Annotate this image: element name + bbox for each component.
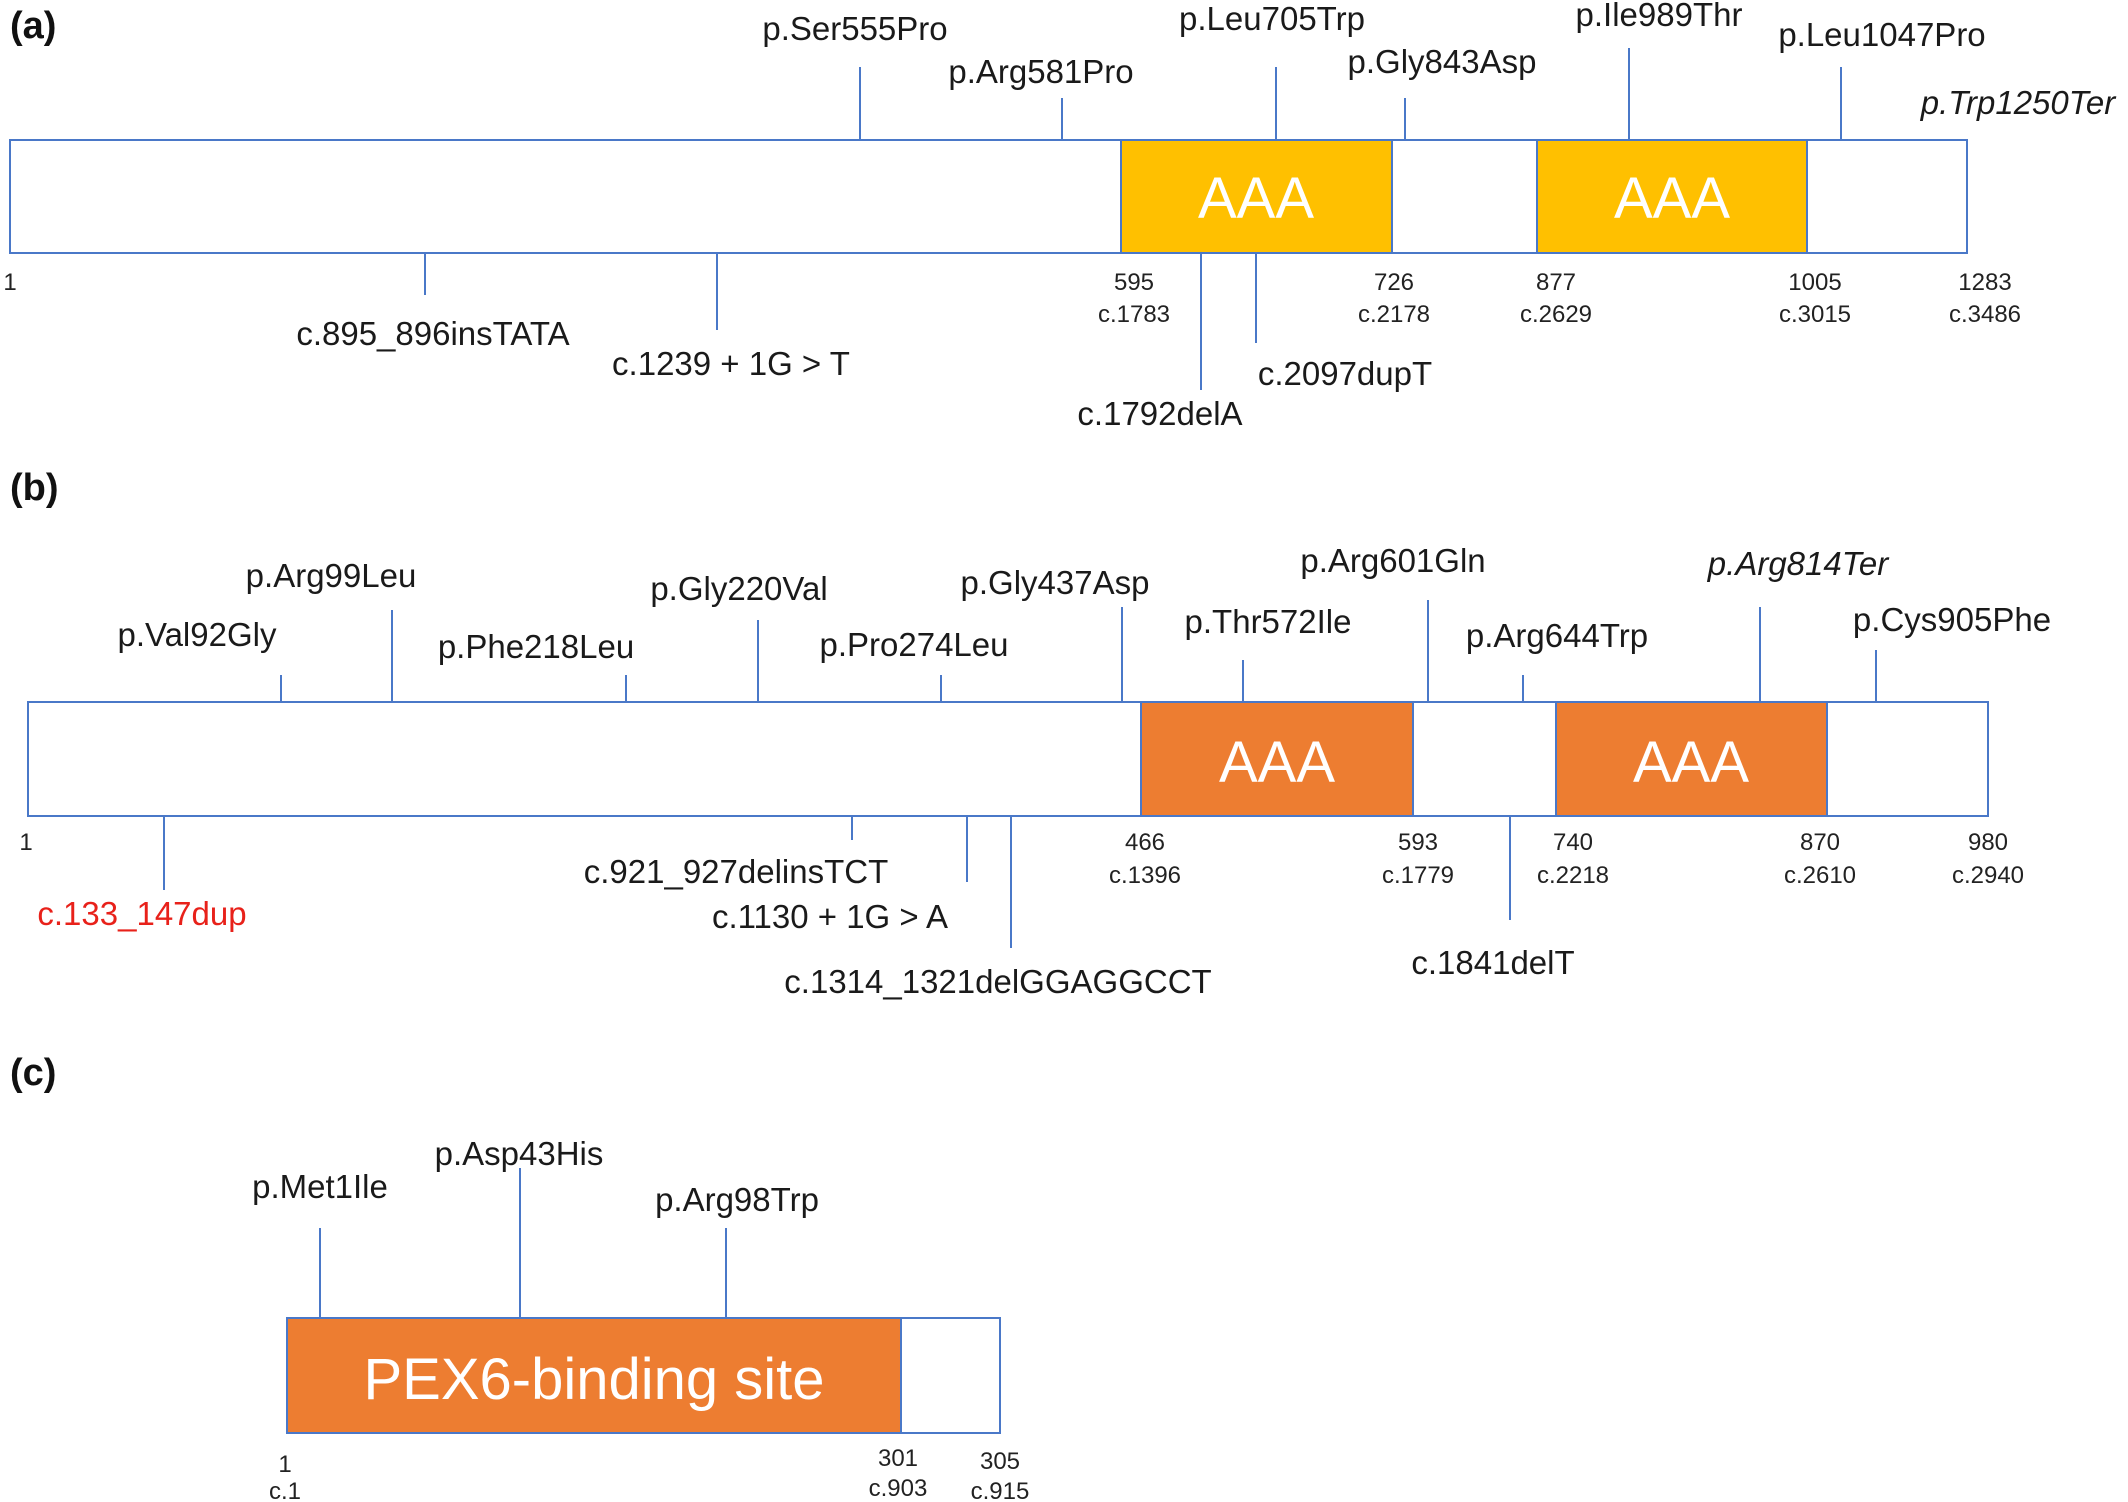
aaa-domain-label-a1: AAA [1198, 166, 1314, 231]
variant-label: p.Phe218Leu [438, 628, 634, 665]
position-aa: 305 [980, 1448, 1020, 1475]
variant-label: p.Ser555Pro [762, 10, 947, 47]
position-aa: 740 [1553, 829, 1593, 856]
aaa-domain-a2 [1536, 139, 1808, 254]
variant-label: p.Gly220Val [650, 570, 827, 607]
variant-label: p.Asp43His [435, 1135, 604, 1172]
position-cdna: c.2629 [1520, 301, 1592, 328]
variant-label: c.1792delA [1077, 395, 1242, 432]
panel-label-b: (b) [10, 467, 59, 509]
panel-label-c: (c) [10, 1052, 56, 1094]
variant-label-highlight: c.133_147dup [37, 895, 246, 932]
position-cdna: c.3486 [1949, 301, 2021, 328]
variant-label: p.Arg644Trp [1466, 617, 1648, 654]
variant-label: p.Leu1047Pro [1778, 16, 1985, 53]
position-cdna: c.1779 [1382, 862, 1454, 889]
variant-label: p.Met1Ile [252, 1168, 388, 1205]
variant-label: p.Arg601Gln [1300, 542, 1485, 579]
aaa-domain-label-a2: AAA [1614, 166, 1730, 231]
position-cdna: c.915 [971, 1478, 1030, 1502]
panel-b: (b) AAA AAA p.Val92Gly p.Arg99Leu p.Phe2… [10, 467, 2051, 1000]
position-aa: 1005 [1788, 269, 1841, 296]
panel-a: (a) AAA AAA p.Ser555Pro p.Arg581Pro p.Le… [3, 0, 2117, 432]
variant-label: p.Arg98Trp [655, 1181, 819, 1218]
position-aa: 870 [1800, 829, 1840, 856]
variant-label: c.2097dupT [1258, 355, 1432, 392]
position-cdna: c.2940 [1952, 862, 2024, 889]
variant-label: p.Thr572Ile [1185, 603, 1352, 640]
aaa-domain-b1 [1140, 701, 1414, 817]
variant-label: p.Leu705Trp [1179, 0, 1365, 37]
position-cdna: c.2610 [1784, 862, 1856, 889]
variant-label: c.1239 + 1G > T [612, 345, 850, 382]
variant-label: p.Pro274Leu [820, 626, 1009, 663]
aaa-domain-label-b1: AAA [1219, 730, 1335, 795]
panel-label-a: (a) [10, 5, 56, 47]
position-aa: 466 [1125, 829, 1165, 856]
variant-label: c.895_896insTATA [296, 315, 569, 352]
variant-label: p.Cys905Phe [1853, 601, 2051, 638]
aaa-domain-label-b2: AAA [1633, 730, 1749, 795]
position-aa: 877 [1536, 269, 1576, 296]
variant-label: p.Val92Gly [118, 616, 277, 653]
position-cdna: c.3015 [1779, 301, 1851, 328]
position-aa: 301 [878, 1445, 918, 1472]
variant-label: p.Arg99Leu [246, 557, 417, 594]
pex6-binding-domain [286, 1317, 902, 1434]
position-aa: 1 [3, 269, 16, 296]
aaa-domain-b2 [1555, 701, 1828, 817]
position-cdna: c.2218 [1537, 862, 1609, 889]
variant-label: p.Gly843Asp [1348, 43, 1537, 80]
position-aa: 595 [1114, 269, 1154, 296]
variant-label: c.1314_1321delGGAGGCCT [784, 963, 1211, 1000]
position-aa: 726 [1374, 269, 1414, 296]
position-aa: 980 [1968, 829, 2008, 856]
variant-label: c.1130 + 1G > A [712, 898, 948, 935]
aaa-domain-a1 [1120, 139, 1393, 254]
variant-label: c.1841delT [1411, 944, 1574, 981]
position-aa: 1 [19, 829, 32, 856]
position-aa: 1 [278, 1451, 291, 1478]
variant-label: c.921_927delinsTCT [584, 853, 889, 890]
variant-label-nonsense: p.Trp1250Ter [1920, 84, 2117, 121]
variant-label-nonsense: p.Arg814Ter [1707, 545, 1890, 582]
panel-c: (c) PEX6-binding site p.Met1Ile p.Asp43H… [10, 1052, 1029, 1502]
variant-label: p.Ile989Thr [1576, 0, 1743, 33]
variant-label: p.Arg581Pro [948, 53, 1133, 90]
pex6-binding-domain-label: PEX6-binding site [363, 1347, 824, 1412]
position-cdna: c.903 [869, 1475, 928, 1502]
position-cdna: c.1 [269, 1478, 301, 1502]
position-cdna: c.2178 [1358, 301, 1430, 328]
position-aa: 593 [1398, 829, 1438, 856]
position-aa: 1283 [1958, 269, 2011, 296]
position-cdna: c.1396 [1109, 862, 1181, 889]
variant-label: p.Gly437Asp [961, 564, 1150, 601]
position-cdna: c.1783 [1098, 301, 1170, 328]
